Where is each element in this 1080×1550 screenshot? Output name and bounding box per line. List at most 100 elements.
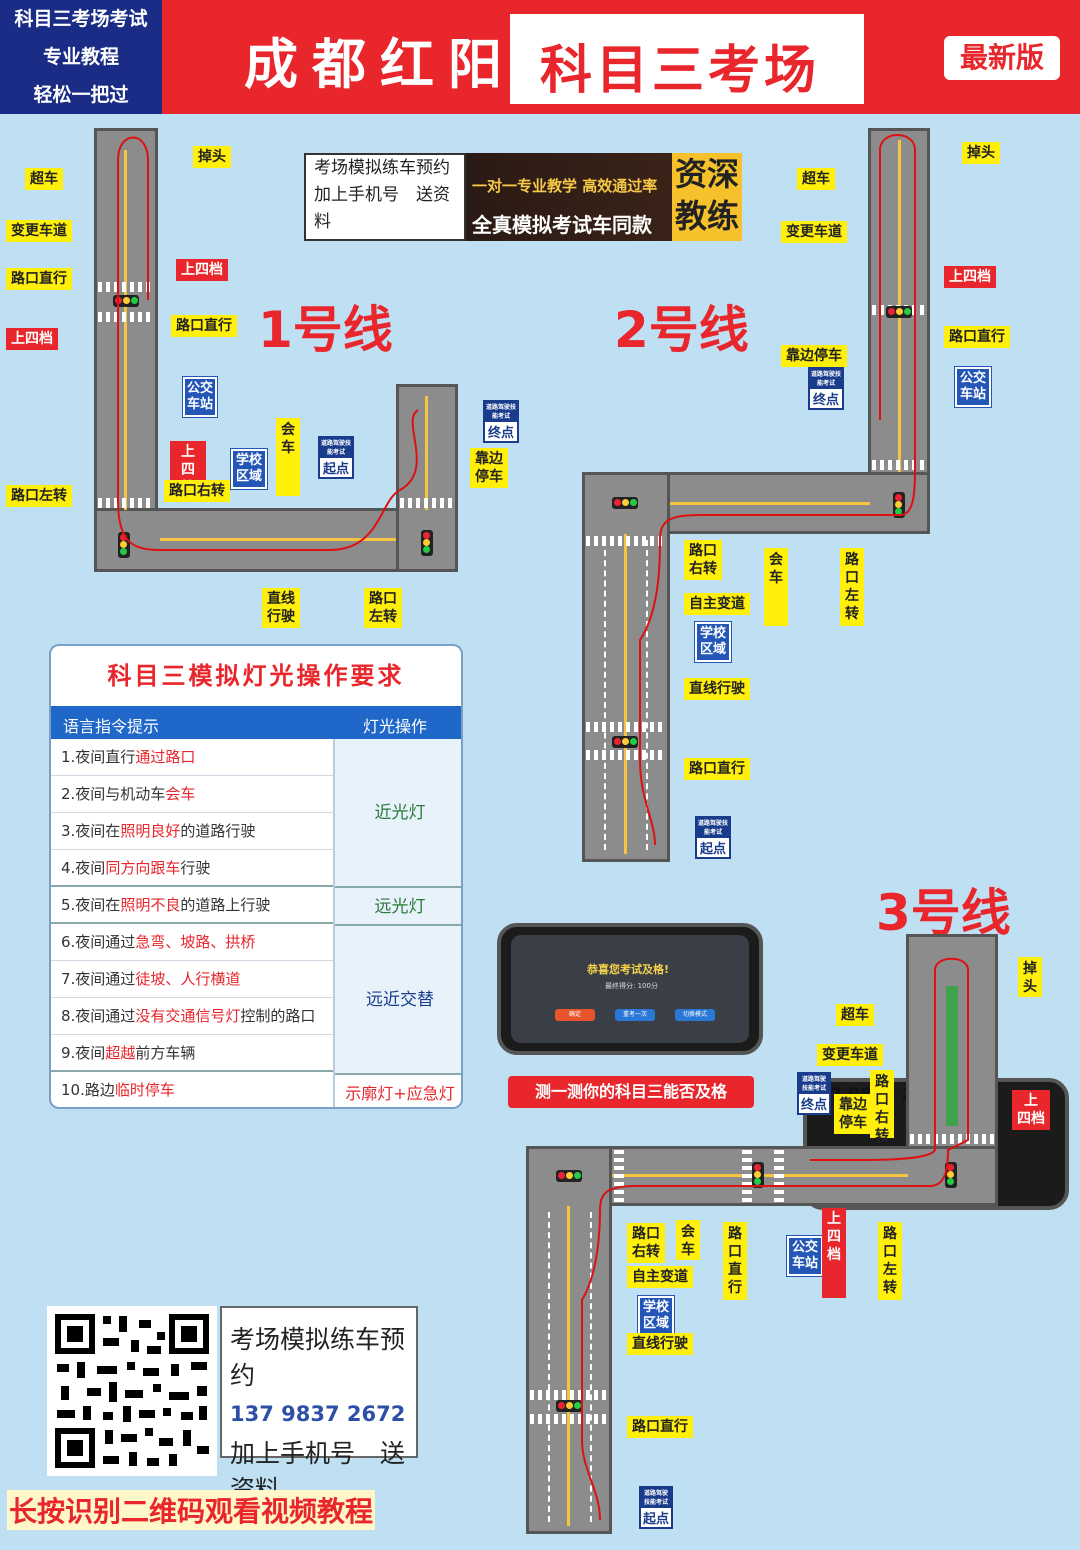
qr-code-icon xyxy=(55,1314,209,1468)
booking-card[interactable]: 考场模拟练车预约 137 9837 2672 加上手机号 送资料 xyxy=(220,1306,418,1504)
light-operation-table: 科目三模拟灯光操作要求 语言指令提示 灯光操作 1.夜间直行通过路口 2.夜间与… xyxy=(49,644,463,1109)
route-1-title: 1号线 xyxy=(258,301,393,359)
op-alternate: 远近交替 xyxy=(335,926,461,1075)
qr-code[interactable] xyxy=(47,1306,217,1476)
school-zone-sign: 学校 区域 xyxy=(230,448,268,490)
label-right-turn: 路口右转 xyxy=(164,480,230,502)
route-3-crosswalk-5 xyxy=(530,1390,608,1400)
table-row: 4.夜间同方向跟车行驶 xyxy=(51,850,333,887)
header-banner: 科目三考场考试 专业教程 轻松一把过 成都红阳 科目三考场 最新版 xyxy=(0,0,1080,114)
label-right-turn-r3: 路口右转 xyxy=(870,1070,894,1144)
phone-message: 恭喜您考试及格! xyxy=(587,963,670,976)
route-3-lane-dash xyxy=(590,1212,592,1522)
sign-header: 道路驾驶技能考试 xyxy=(799,1074,829,1094)
test-cta-button[interactable]: 测一测你的科目三能否及格 xyxy=(508,1076,754,1108)
route-2-crosswalk-5 xyxy=(586,750,666,760)
label-meet: 会车 xyxy=(276,418,300,496)
table-row: 7.夜间通过徒坡、人行横道 xyxy=(51,961,333,998)
table-row: 5.夜间在照明不良的道路上行驶 xyxy=(51,887,333,924)
label-uturn-2: 掉头 xyxy=(962,142,1000,164)
label-uturn: 掉头 xyxy=(193,146,231,168)
label-overtake: 超车 xyxy=(25,168,63,190)
promo-dark-line-2: 全真模拟考试车同款 xyxy=(472,213,652,237)
bus-stop-sign-2: 公交 车站 xyxy=(954,366,992,408)
route-1-centerline-h xyxy=(160,538,396,541)
route-2-lane-dash xyxy=(646,540,648,850)
label-cross-left: 路口 左转 xyxy=(364,588,402,628)
label-meet-r2: 会车 xyxy=(764,548,788,626)
table-row: 1.夜间直行通过路口 xyxy=(51,739,333,776)
school-zone-sign-2: 学校 区域 xyxy=(694,621,732,663)
header-title: 成都红阳 xyxy=(244,32,516,96)
route-1-crosswalk-3 xyxy=(98,498,154,508)
label-cross-right-r2: 路口 右转 xyxy=(684,540,722,580)
traffic-light-icon xyxy=(893,492,905,518)
label-straight-2: 路口直行 xyxy=(171,315,237,337)
phone-btn-switch[interactable]: 切换模式 xyxy=(675,1009,715,1021)
label-self-lane-r3: 自主变道 xyxy=(627,1266,693,1288)
sign-header: 道路驾驶技能考试 xyxy=(810,369,842,389)
phone-score: 最终得分: 100分 xyxy=(605,982,658,990)
traffic-light-icon xyxy=(556,1400,582,1412)
table-rows: 1.夜间直行通过路口 2.夜间与机动车会车 3.夜间在照明良好的道路行驶 4.夜… xyxy=(51,739,333,1107)
route-1-crosswalk-2 xyxy=(98,312,154,322)
sign-header: 道路驾驶技能考试 xyxy=(697,818,729,838)
phone-btn-retry[interactable]: 重考一次 xyxy=(615,1009,655,1021)
route-3-crosswalk-6 xyxy=(530,1414,608,1424)
label-straight-drive-r3: 直线行驶 xyxy=(627,1333,693,1355)
table-col-1: 语言指令提示 xyxy=(63,717,160,736)
phone-mockup[interactable]: 恭喜您考试及格! 最终得分: 100分 确定 重考一次 切换模式 xyxy=(497,923,763,1055)
traffic-light-icon xyxy=(612,497,638,509)
end-label: 终点 xyxy=(487,426,514,441)
header-left-line-3: 轻松一把过 xyxy=(33,84,129,106)
header-left-line-1: 科目三考场考试 xyxy=(14,8,148,30)
label-overtake-2: 超车 xyxy=(797,168,835,190)
promo-dark-line-1: 一对一专业教学 高效通过率 xyxy=(472,177,658,195)
phone-screen: 恭喜您考试及格! 最终得分: 100分 确定 重考一次 切换模式 xyxy=(511,935,749,1043)
table-row: 8.夜间通过没有交通信号灯控制的路口 xyxy=(51,998,333,1035)
start-label: 起点 xyxy=(322,462,349,477)
phone-btn-confirm[interactable]: 确定 xyxy=(555,1009,595,1021)
end-label-2: 终点 xyxy=(812,393,839,408)
op-low-beam: 近光灯 xyxy=(335,739,461,888)
route-3-crosswalk xyxy=(910,1134,994,1144)
traffic-light-icon xyxy=(612,736,638,748)
route-2-title: 2号线 xyxy=(614,301,749,359)
label-pull-over-r2: 靠边停车 xyxy=(781,345,847,367)
label-left-turn-r3: 路口左转 xyxy=(878,1222,902,1300)
table-ops: 近光灯 远光灯 远近交替 示廓灯+应急灯 xyxy=(333,739,461,1107)
table-row: 10.路边临时停车 xyxy=(61,1081,175,1099)
table-row: 3.夜间在照明良好的道路行驶 xyxy=(51,813,333,850)
route-1-crosswalk xyxy=(98,282,154,292)
label-gear4-r3: 上 四档 xyxy=(1012,1090,1050,1130)
route-3-crosswalk-3 xyxy=(774,1150,784,1202)
traffic-light-icon xyxy=(886,306,912,318)
op-high-beam: 远光灯 xyxy=(335,888,461,926)
traffic-light-icon xyxy=(421,530,433,556)
label-pull-over: 靠边 停车 xyxy=(470,448,508,488)
promo-line-1: 考场模拟练车预约 xyxy=(314,158,450,178)
promo-dark-banner: 一对一专业教学 高效通过率 全真模拟考试车同款 xyxy=(466,153,672,241)
end-sign-3: 道路驾驶技能考试终点 xyxy=(797,1072,831,1115)
promo-line-3: 加上手机号 送资料 xyxy=(314,185,450,232)
booking-phone: 137 9837 2672 xyxy=(230,1402,406,1426)
label-overtake-3: 超车 xyxy=(836,1004,874,1026)
label-change-lane: 变更车道 xyxy=(6,220,72,242)
start-sign: 道路驾驶技能考试起点 xyxy=(318,436,354,479)
route-2-centerline-l xyxy=(624,534,627,854)
route-2-crosswalk-4 xyxy=(586,722,666,732)
label-straight: 路口直行 xyxy=(6,268,72,290)
route-2-crosswalk-3 xyxy=(586,536,666,546)
route-1-crosswalk-4 xyxy=(400,498,454,508)
label-change-lane-3: 变更车道 xyxy=(817,1044,883,1066)
route-2-crosswalk-2 xyxy=(872,460,926,470)
route-3-title: 3号线 xyxy=(876,884,1011,942)
label-straight-r2b: 路口直行 xyxy=(684,758,750,780)
start-sign-2: 道路驾驶技能考试起点 xyxy=(695,816,731,859)
table-col-2: 灯光操作 xyxy=(363,717,428,736)
end-sign-2: 道路驾驶技能考试终点 xyxy=(808,367,844,410)
start-label-3: 起点 xyxy=(642,1512,669,1527)
header-left-box: 科目三考场考试 专业教程 轻松一把过 xyxy=(0,0,162,114)
